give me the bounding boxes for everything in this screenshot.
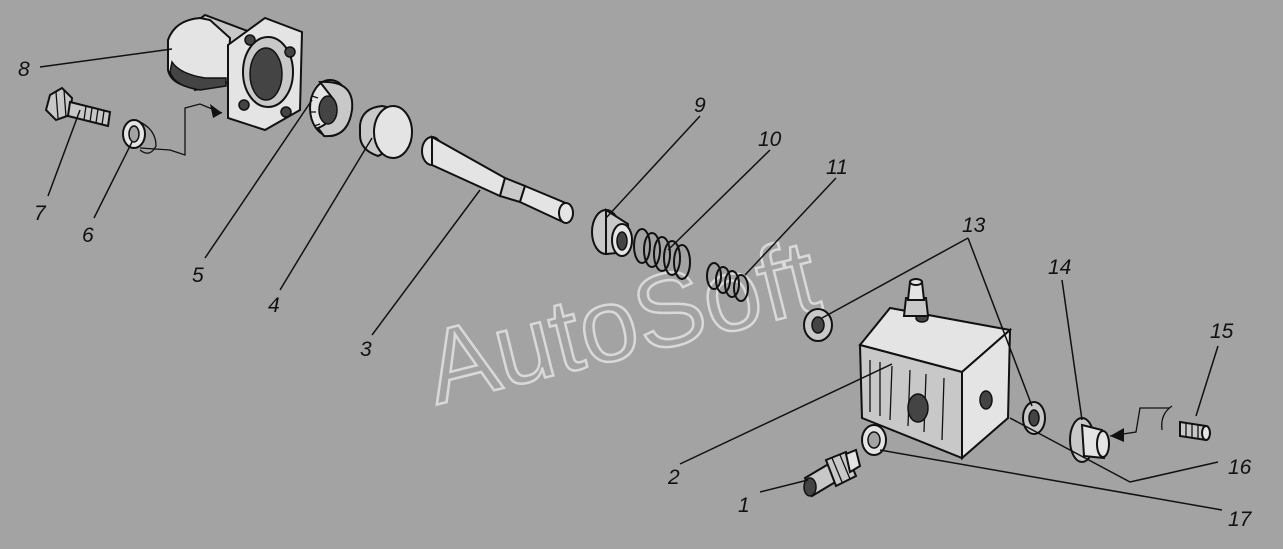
callout-6: 6 <box>82 224 94 247</box>
callout-1: 1 <box>738 494 750 517</box>
callout-10: 10 <box>758 128 782 151</box>
callout-9: 9 <box>694 94 706 117</box>
part-3-plunger <box>421 135 574 224</box>
part-11-small-spring <box>706 262 749 302</box>
callout-7: 7 <box>34 202 47 225</box>
part-9-bushing <box>591 208 633 257</box>
callout-8: 8 <box>18 58 30 81</box>
assembly-arrow <box>210 104 222 118</box>
assembly-path-curve <box>1161 405 1173 431</box>
callout-5: 5 <box>192 264 204 287</box>
callout-2: 2 <box>667 466 680 489</box>
part-6-spring-washer <box>122 119 157 154</box>
part-13-seal-ring-right <box>1022 401 1046 435</box>
part-8-flanged-housing <box>167 13 304 132</box>
part-15-set-screw <box>1179 420 1211 442</box>
callout-16: 16 <box>1228 456 1252 479</box>
part-13-seal-ring-left <box>803 308 833 342</box>
callout-17: 17 <box>1228 508 1253 531</box>
part-4-cap <box>359 104 413 159</box>
callout-3: 3 <box>360 338 372 361</box>
part-1-union-fitting <box>803 448 862 498</box>
callout-13: 13 <box>962 214 986 237</box>
part-7-bolt <box>44 86 112 128</box>
leader-lines <box>39 48 1223 511</box>
callout-15: 15 <box>1210 320 1234 343</box>
part-14-flanged-bushing <box>1069 417 1110 463</box>
callout-14: 14 <box>1048 256 1071 279</box>
assembly-arrow-right <box>1110 428 1124 442</box>
part-5-nut <box>309 79 354 138</box>
assembly-path-line <box>139 103 223 156</box>
part-10-large-spring <box>633 228 691 280</box>
callout-4: 4 <box>268 294 280 317</box>
callout-11: 11 <box>826 156 848 179</box>
part-2-valve-body <box>858 278 1013 461</box>
part-17-washer <box>861 424 887 456</box>
callout-labels: 8 7 6 5 4 3 9 10 11 13 14 15 2 1 16 17 <box>18 58 1253 531</box>
